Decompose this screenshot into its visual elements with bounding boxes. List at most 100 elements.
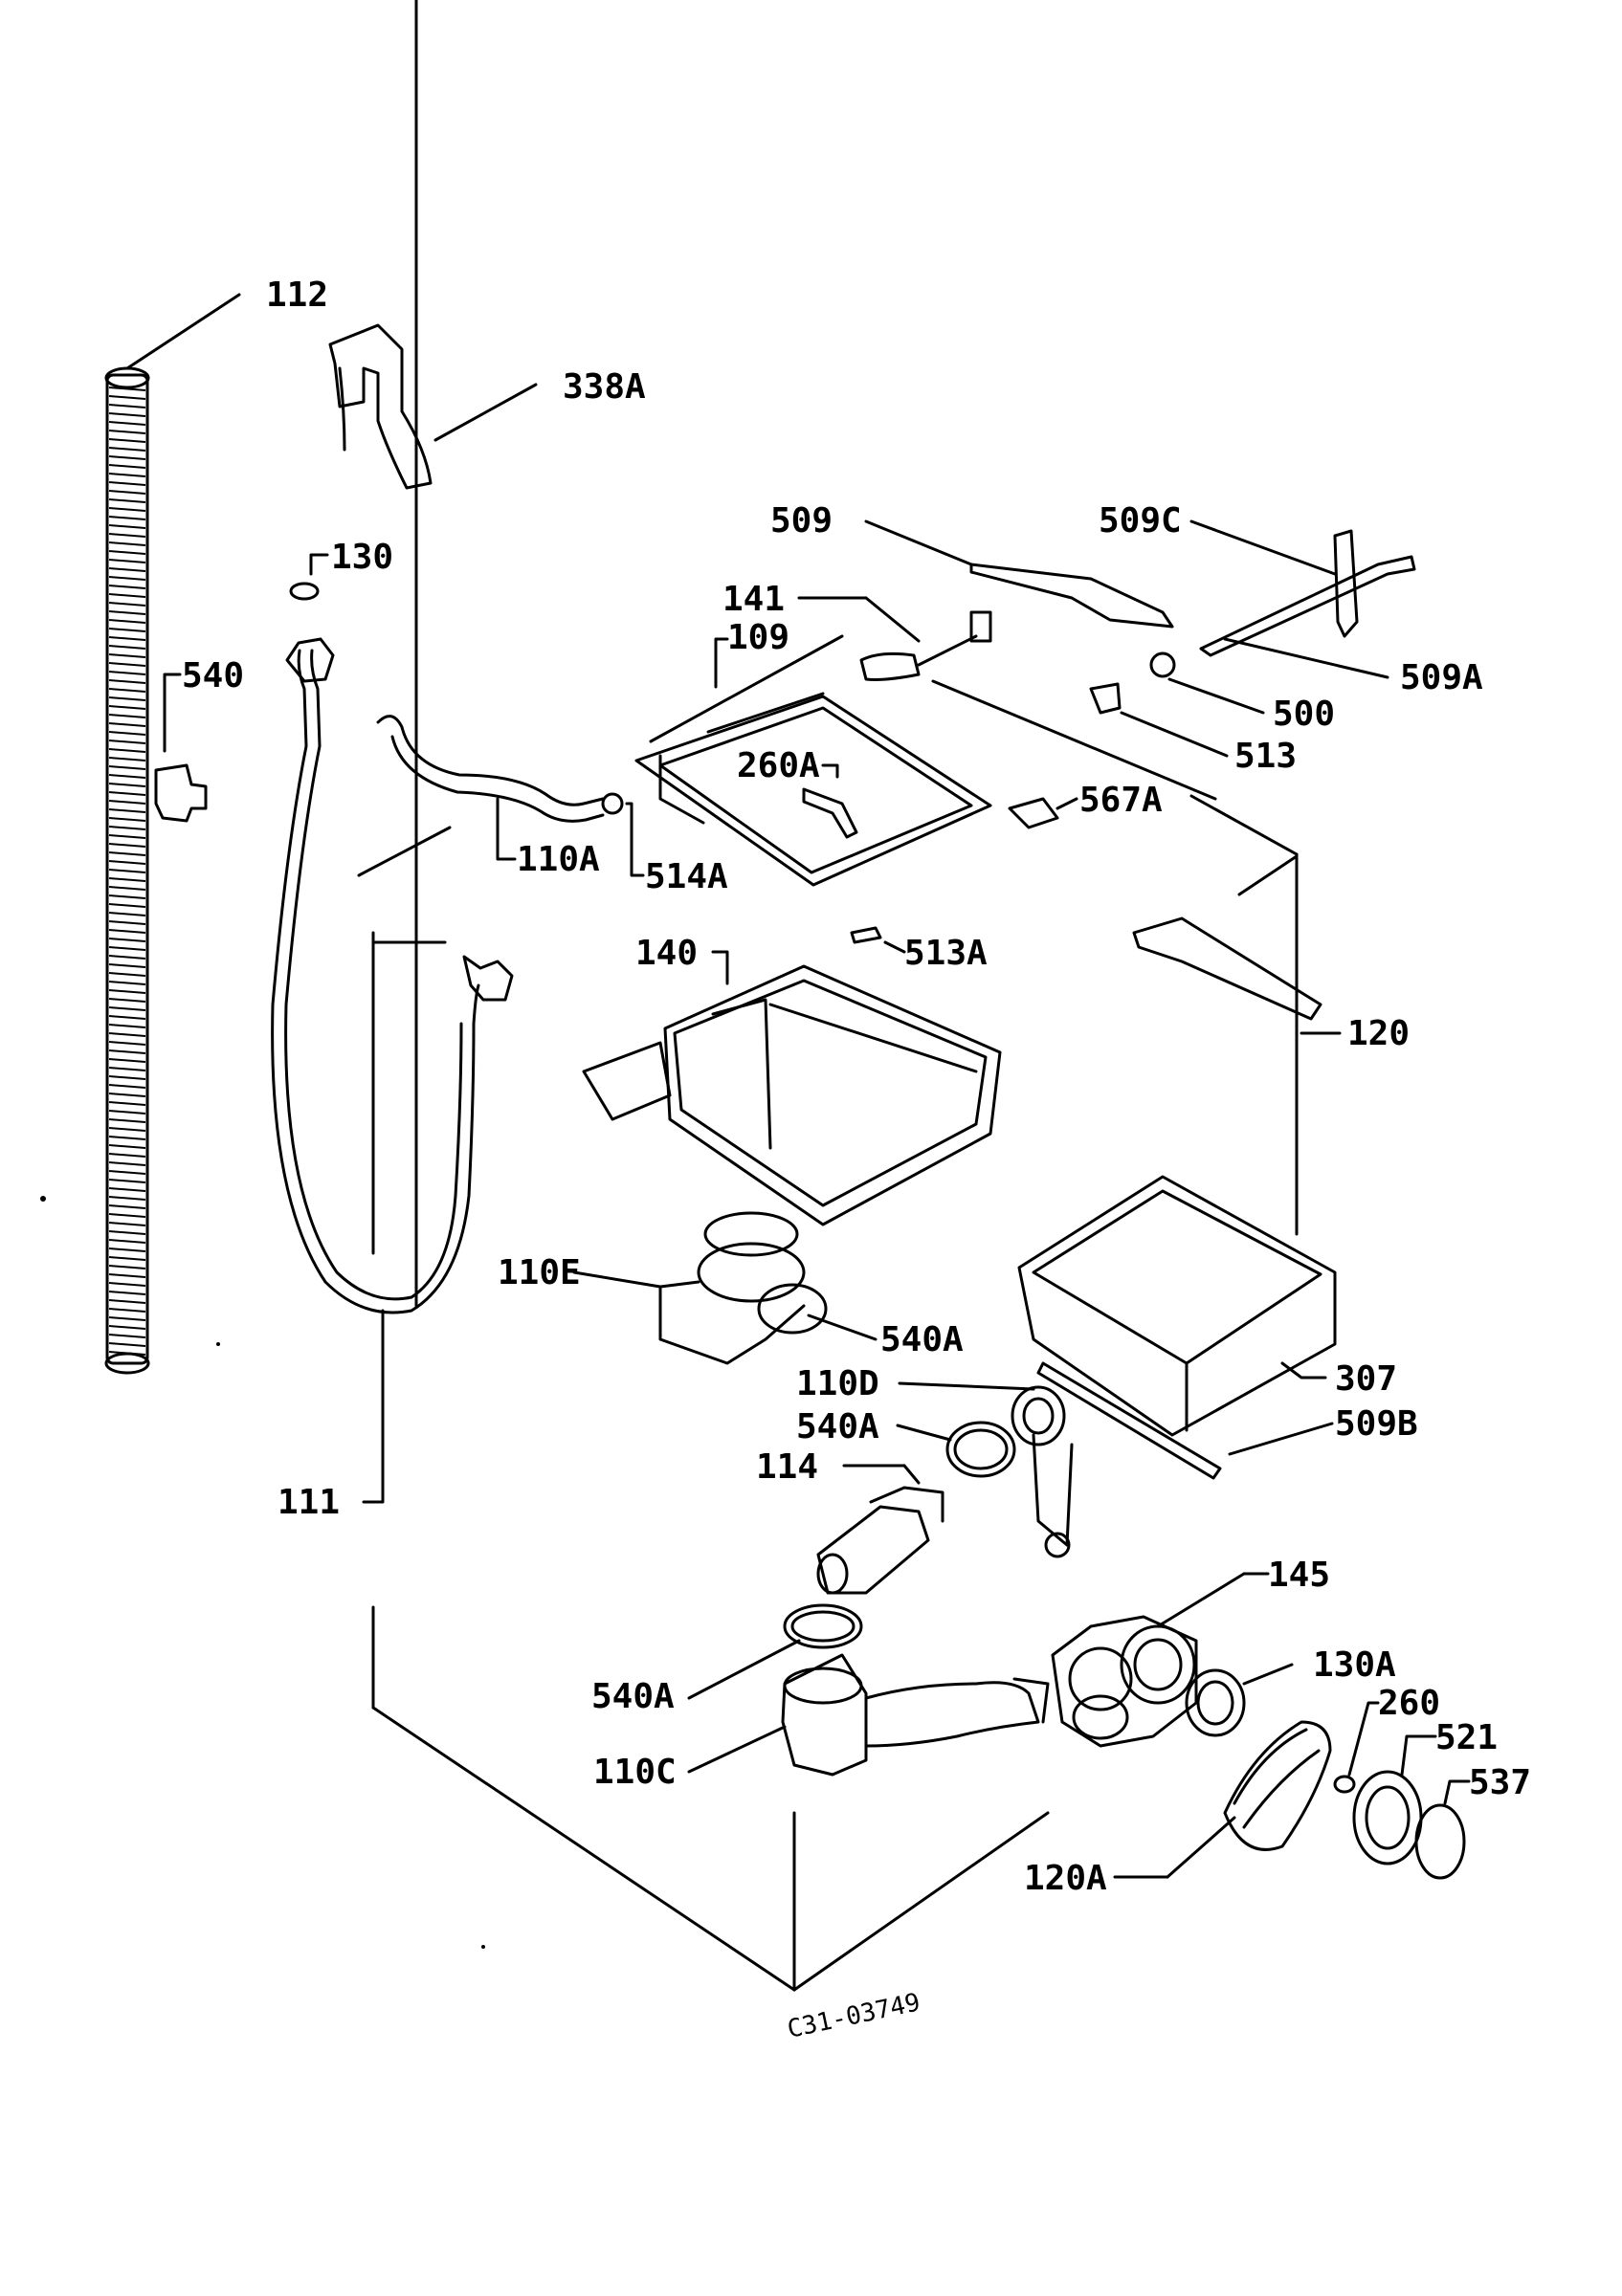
hose-rib	[108, 886, 146, 891]
label-145: 145	[1268, 1556, 1330, 1595]
hose-rib	[108, 1024, 146, 1028]
label-120: 120	[1347, 1014, 1410, 1053]
hose-rib	[108, 473, 146, 477]
hose-rib	[108, 576, 146, 581]
part-540A-clamp-2	[896, 1421, 1016, 1478]
part-567A-clip	[1008, 797, 1078, 829]
part-112-corrugated-hose	[104, 293, 241, 1375]
hose-rib	[108, 1282, 146, 1287]
hose-rib	[108, 1325, 146, 1330]
hose-rib	[108, 421, 146, 426]
hose-rib	[108, 1058, 146, 1063]
part-130-washer	[289, 553, 329, 601]
part-307-dispenser-drawer	[1017, 1175, 1337, 1437]
part-120-drawer-handle	[1132, 916, 1342, 1035]
hose-rib	[108, 636, 146, 641]
hose-rib	[108, 1032, 146, 1037]
part-514A-connector	[601, 792, 645, 877]
hose-rib	[108, 662, 146, 667]
hose-rib	[108, 972, 146, 977]
hose-rib	[108, 740, 146, 744]
part-145-pump-housing	[1051, 1572, 1270, 1748]
hose-rib	[108, 1093, 146, 1097]
hose-rib	[108, 533, 146, 538]
label-110D: 110D	[796, 1364, 879, 1403]
hose-rib	[108, 1075, 146, 1080]
hose-rib	[108, 696, 146, 701]
label-509: 509	[770, 501, 833, 541]
part-114-component	[816, 1464, 944, 1595]
hose-rib	[108, 817, 146, 822]
hose-rib	[108, 808, 146, 813]
hose-rib	[108, 559, 146, 563]
part-109-top-plate	[634, 634, 992, 887]
part-540-clip	[154, 673, 208, 823]
part-513A-clip	[850, 926, 906, 954]
hose-rib	[108, 998, 146, 1003]
hose-rib	[108, 1127, 146, 1132]
hose-rib	[108, 567, 146, 572]
hose-rib	[108, 438, 146, 443]
part-140-dispenser-housing	[582, 950, 1002, 1226]
hose-rib	[108, 1101, 146, 1106]
hose-rib	[108, 653, 146, 658]
hose-rib	[108, 1273, 146, 1278]
hose-rib	[108, 628, 146, 632]
part-500-513-pin	[1089, 651, 1265, 758]
hose-rib	[108, 860, 146, 865]
hose-rib	[108, 1161, 146, 1166]
label-513A: 513A	[904, 934, 988, 973]
hose-rib	[108, 1316, 146, 1321]
hose-rib	[108, 1342, 146, 1347]
hose-rib	[108, 1153, 146, 1158]
cabinet-outline	[357, 794, 1299, 1992]
hose-rib	[108, 619, 146, 624]
label-111: 111	[278, 1483, 340, 1522]
label-540A-3: 540A	[591, 1677, 675, 1716]
hose-rib	[108, 1118, 146, 1123]
hose-rib	[108, 610, 146, 615]
part-260-screw	[1333, 1701, 1380, 1794]
hose-rib	[108, 1187, 146, 1192]
label-338A: 338A	[563, 367, 646, 407]
label-130A: 130A	[1313, 1645, 1396, 1685]
hose-rib	[108, 989, 146, 994]
label-112: 112	[266, 276, 328, 315]
label-130: 130	[331, 538, 393, 577]
hose-rib	[108, 688, 146, 693]
label-521: 521	[1435, 1718, 1498, 1757]
part-110E-hose-connector	[572, 1211, 878, 1365]
hose-rib	[108, 412, 146, 417]
hose-rib	[108, 1239, 146, 1244]
part-537-o-ring	[1414, 1779, 1471, 1880]
stray-dot	[40, 1196, 46, 1202]
hose-rib	[108, 679, 146, 684]
hose-rib	[108, 516, 146, 520]
drawing-code: C31-03749	[785, 1988, 922, 2044]
hose-rib	[108, 705, 146, 710]
label-540: 540	[182, 656, 244, 695]
hose-rib	[108, 774, 146, 779]
hose-rib	[108, 912, 146, 916]
hose-rib	[108, 1110, 146, 1115]
label-110E: 110E	[498, 1253, 581, 1292]
hose-rib	[108, 938, 146, 942]
hose-rib	[108, 541, 146, 546]
part-141-solenoid	[797, 596, 1217, 801]
hose-rib	[108, 765, 146, 770]
hose-rib	[108, 498, 146, 503]
label-509C: 509C	[1099, 501, 1182, 541]
hose-rib	[108, 481, 146, 486]
part-110D-hose-bellows	[898, 1381, 1074, 1558]
hose-rib	[108, 1247, 146, 1252]
part-521-filter-cap	[1352, 1734, 1437, 1866]
hose-rib	[108, 955, 146, 960]
label-114: 114	[756, 1447, 818, 1487]
part-110C-sump-hose	[687, 1653, 1050, 1777]
stray-dot	[216, 1342, 220, 1346]
hose-rib	[108, 404, 146, 408]
hose-rib	[108, 645, 146, 650]
hose-rib	[108, 1049, 146, 1054]
hose-rib	[108, 1196, 146, 1201]
